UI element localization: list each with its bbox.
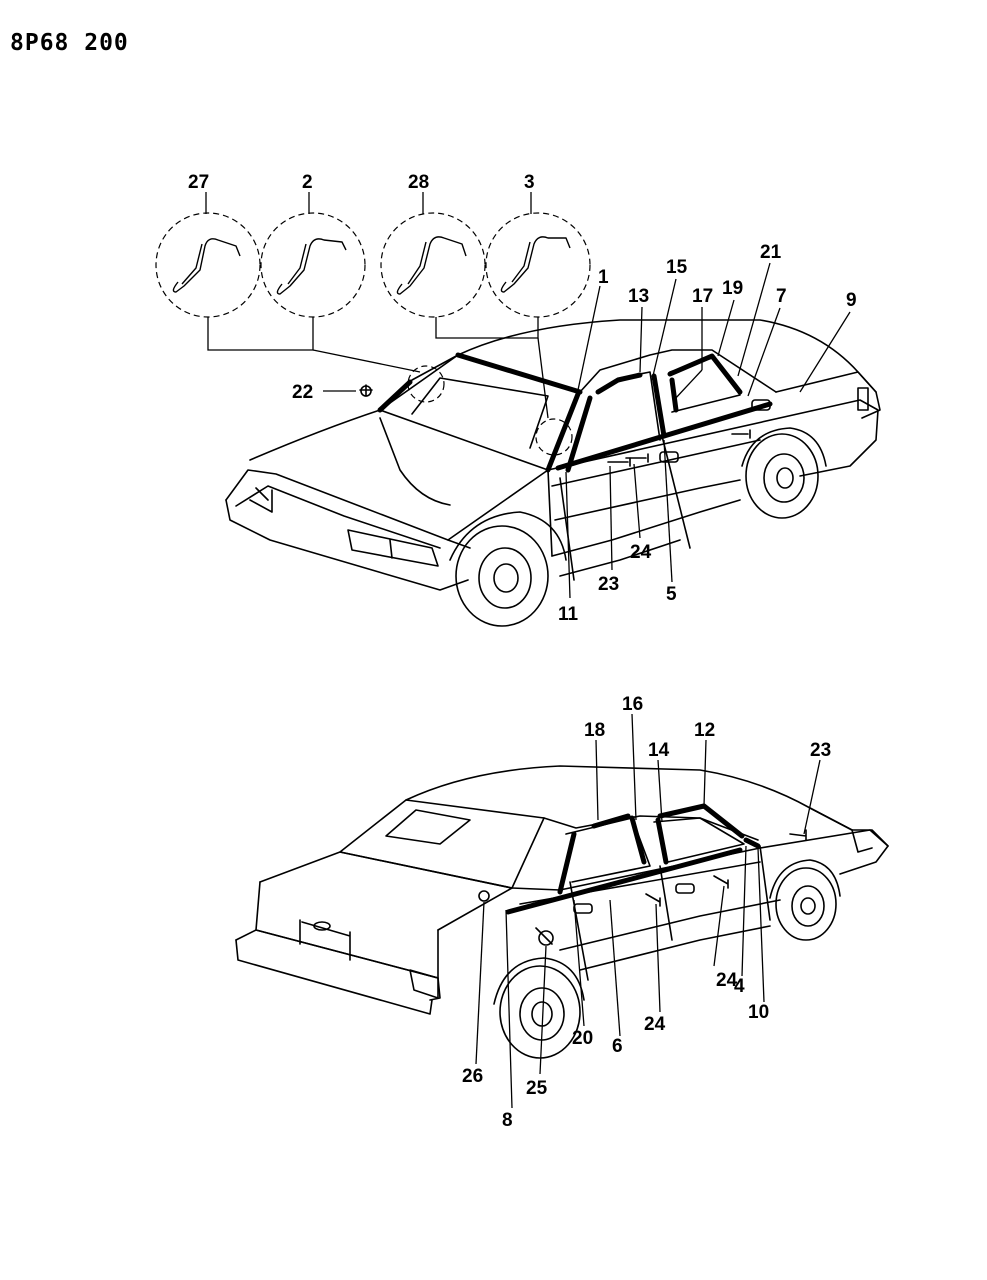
callout-24-lower-right: 24 [716, 970, 738, 991]
callout-14: 14 [648, 740, 670, 761]
callout-10: 10 [748, 1002, 769, 1023]
callout-26: 26 [462, 1066, 483, 1087]
clip-2-icon [276, 238, 347, 295]
lower-car-illustration [235, 765, 889, 1059]
callout-3: 3 [524, 172, 535, 193]
callout-24: 24 [630, 542, 652, 563]
clip-28-icon [396, 236, 467, 295]
callout-21: 21 [760, 242, 782, 263]
callout-7: 7 [776, 286, 787, 307]
callout-17: 17 [692, 286, 713, 307]
callout-5: 5 [666, 584, 677, 605]
upper-car-illustration [225, 319, 881, 627]
callout-25: 25 [526, 1078, 548, 1099]
callout-9: 9 [846, 290, 857, 311]
upper-callouts: 27 2 28 3 1 13 15 17 19 21 7 9 22 23 24 … [188, 172, 857, 625]
callout-15: 15 [666, 257, 688, 278]
lower-fasteners [478, 829, 807, 946]
callout-1: 1 [598, 267, 609, 288]
callout-2: 2 [302, 172, 313, 193]
lower-leader-lines [475, 713, 821, 1109]
callout-22: 22 [292, 382, 313, 403]
page-code: 8P68 200 [10, 30, 129, 56]
callout-4: 4 [734, 976, 745, 997]
callout-11: 11 [558, 604, 579, 625]
upper-fasteners [359, 384, 751, 467]
callout-8: 8 [502, 1110, 513, 1131]
callout-13: 13 [628, 286, 649, 307]
lower-molding-strips [505, 803, 761, 915]
callout-24-lower: 24 [644, 1014, 666, 1035]
clip-detail-circles [155, 212, 591, 456]
callout-28: 28 [408, 172, 429, 193]
callout-16: 16 [622, 694, 643, 715]
callout-27: 27 [188, 172, 209, 193]
clip-27-icon [172, 238, 241, 293]
callout-18: 18 [584, 720, 605, 741]
callout-6: 6 [612, 1036, 623, 1057]
callout-19: 19 [722, 278, 743, 299]
upper-molding-strips [377, 352, 773, 473]
callout-23-lower: 23 [810, 740, 831, 761]
callout-20: 20 [572, 1028, 593, 1049]
lower-callouts: 16 18 14 12 23 24 4 10 24 6 20 25 26 8 [462, 694, 831, 1131]
callout-12: 12 [694, 720, 715, 741]
clip-3-icon [500, 236, 571, 293]
callout-23: 23 [598, 574, 619, 595]
upper-leader-lines [205, 192, 851, 599]
